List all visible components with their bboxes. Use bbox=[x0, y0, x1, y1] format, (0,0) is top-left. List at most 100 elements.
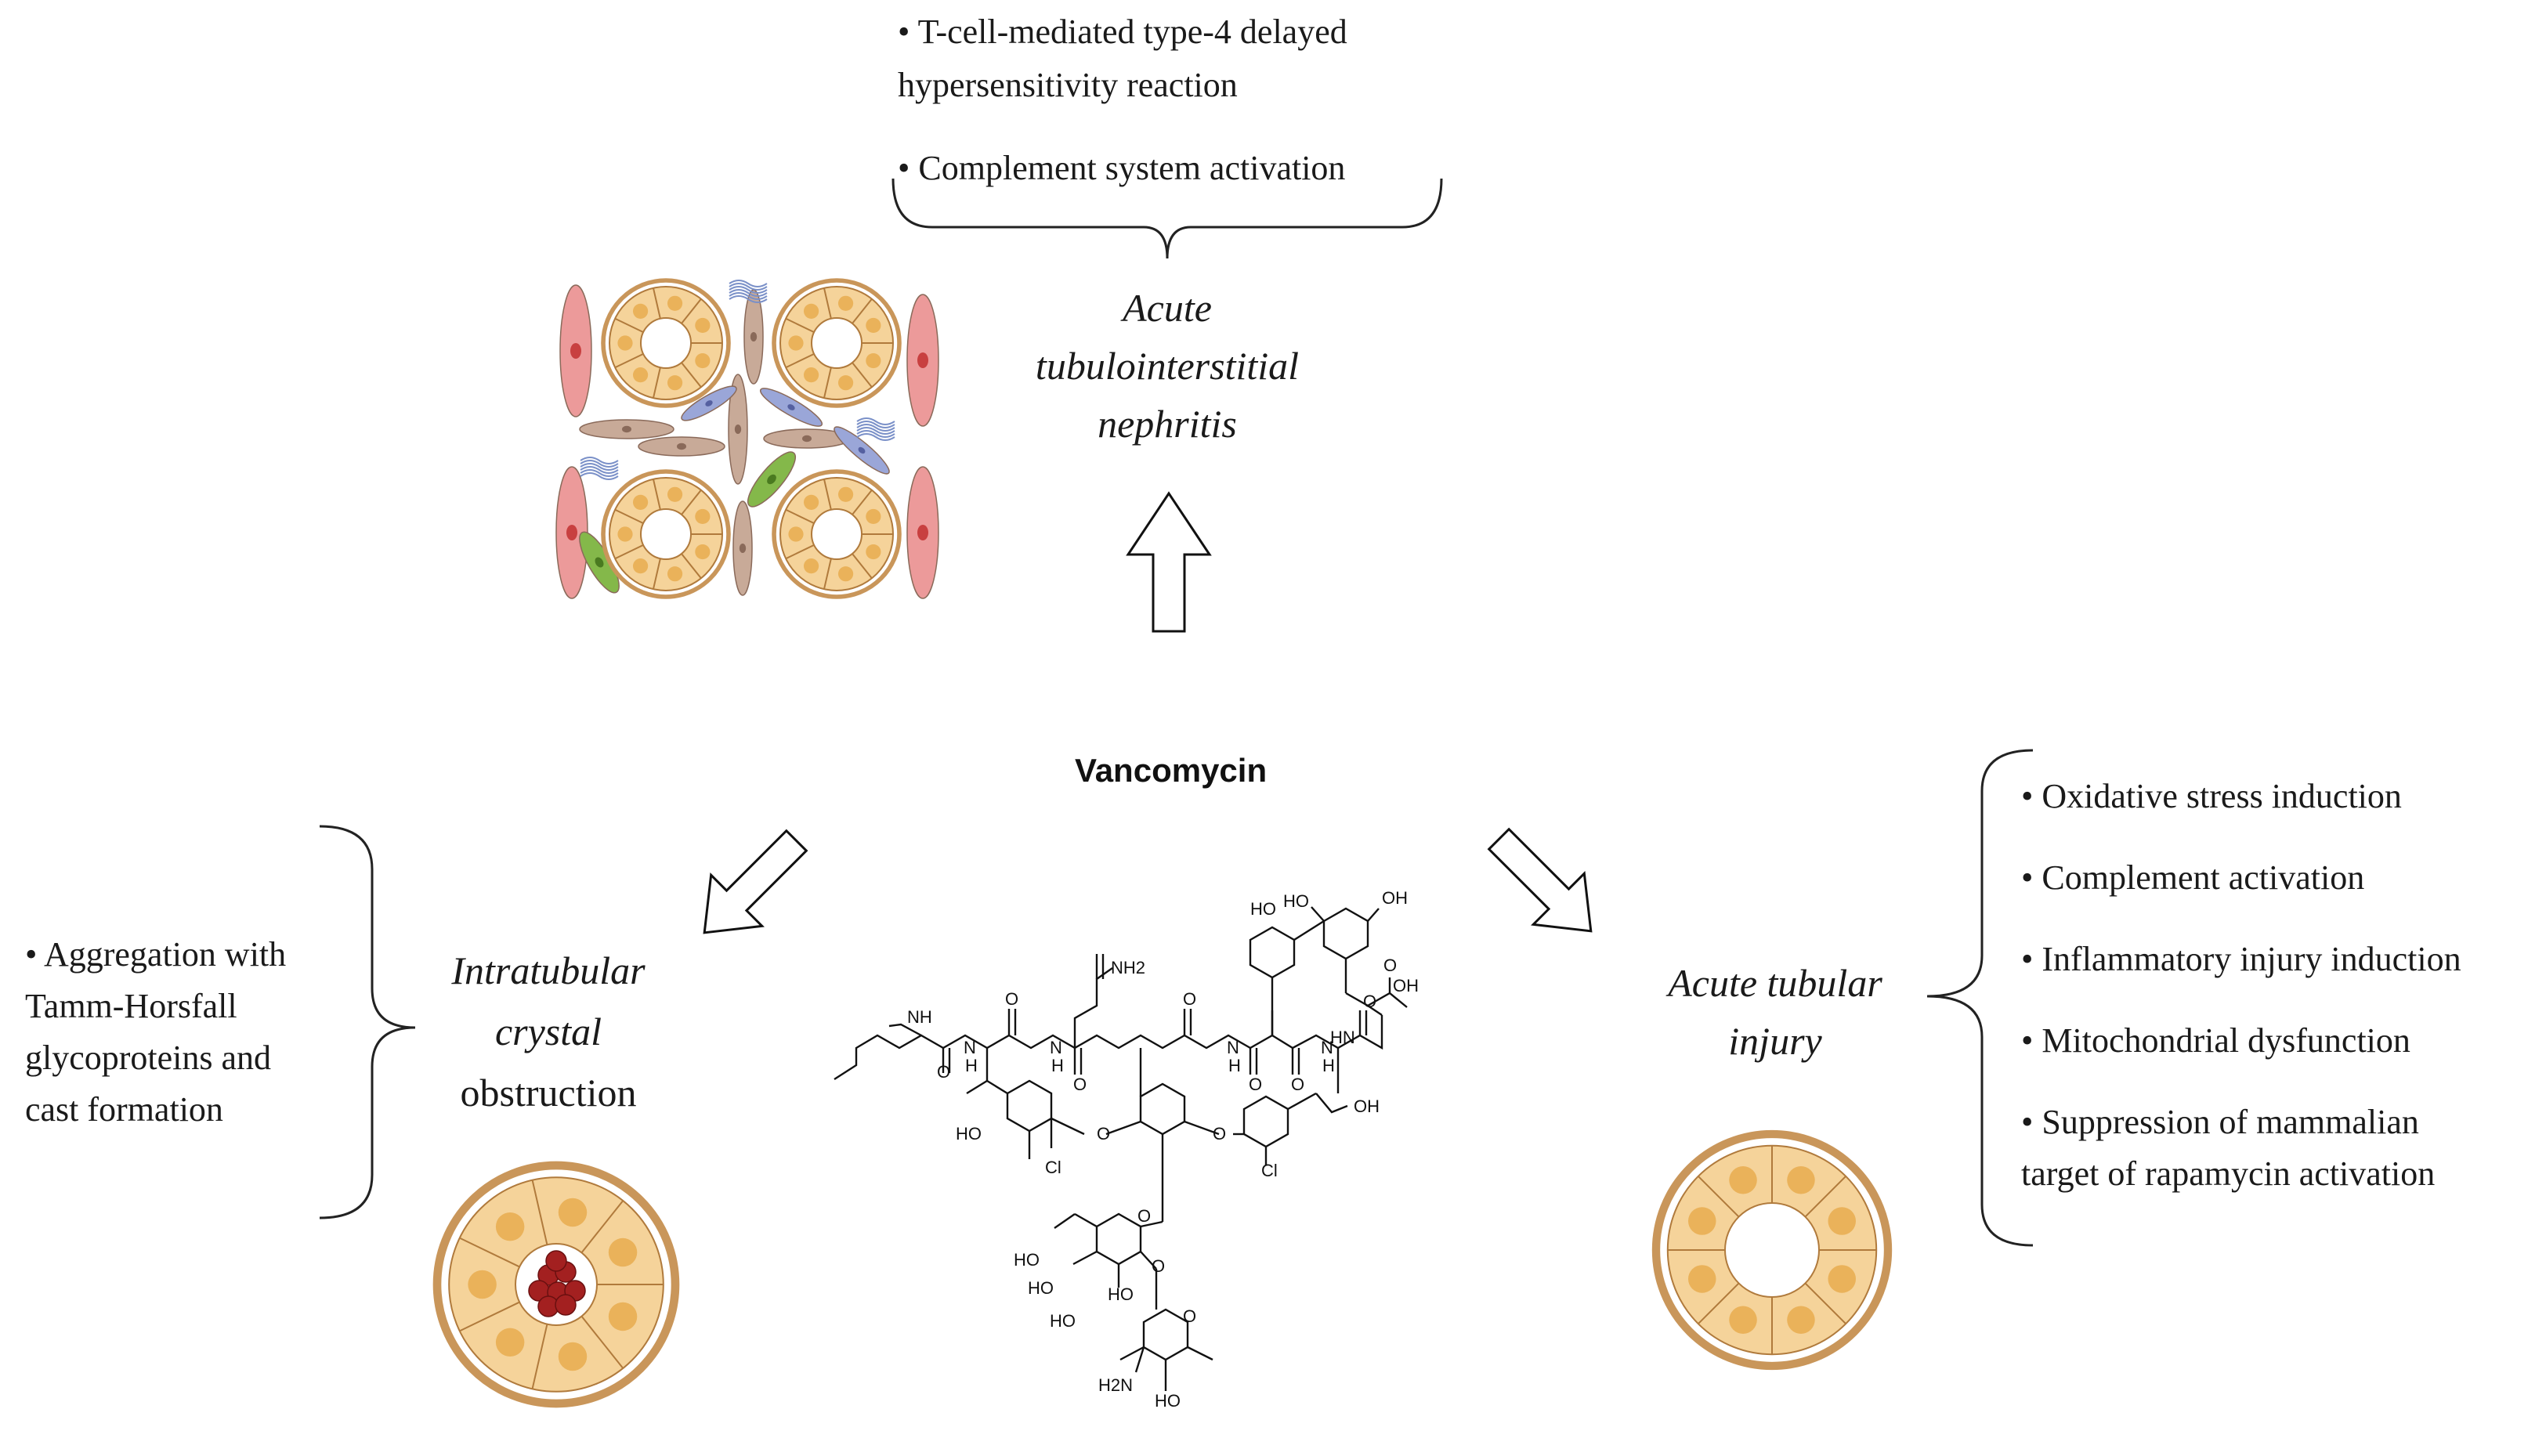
nucleus bbox=[866, 317, 881, 334]
fiber bbox=[580, 472, 619, 480]
fiber bbox=[729, 289, 768, 297]
stromal-cell bbox=[638, 436, 725, 457]
cell-border bbox=[653, 479, 661, 511]
nucleus bbox=[866, 544, 881, 560]
cell-border bbox=[823, 367, 832, 399]
nucleus bbox=[837, 375, 854, 391]
atom-label: OH bbox=[1382, 888, 1408, 908]
cell-nucleus bbox=[734, 425, 742, 434]
nucleus bbox=[803, 303, 819, 319]
stromal-cell bbox=[559, 284, 592, 417]
atom-label: O bbox=[1152, 1256, 1165, 1276]
stromal-cell bbox=[743, 289, 764, 385]
nucleus bbox=[558, 1198, 588, 1227]
top-bullet-2: • Complement system activation bbox=[898, 149, 1346, 187]
label-line-1: Intratubular bbox=[451, 948, 646, 992]
label-intratubular-crystal-obstruction: Intratubular crystal obstruction bbox=[423, 940, 674, 1123]
label-acute-tubular-injury: Acute tubular injury bbox=[1642, 954, 1908, 1070]
arrow-down-left bbox=[703, 829, 808, 934]
fiber bbox=[580, 463, 619, 471]
fiber bbox=[856, 424, 895, 432]
arrow-up bbox=[1126, 491, 1212, 633]
tissue-tubule bbox=[772, 469, 902, 599]
nucleus bbox=[788, 335, 804, 351]
fiber bbox=[580, 460, 619, 468]
atom-label: O bbox=[1383, 956, 1397, 975]
lumen bbox=[811, 508, 863, 560]
cell-nucleus bbox=[750, 332, 758, 341]
atom-label: HO bbox=[956, 1124, 982, 1143]
cell-border bbox=[580, 1200, 624, 1253]
cell-nucleus bbox=[566, 525, 577, 540]
lumen bbox=[811, 317, 863, 369]
injured-tubule-illustration bbox=[1651, 1129, 1893, 1371]
fiber bbox=[580, 466, 619, 474]
left-bullet-1: • Aggregation with bbox=[25, 935, 287, 974]
atom-label: Cl bbox=[1045, 1158, 1061, 1177]
nucleus bbox=[803, 558, 819, 574]
cell-border bbox=[823, 287, 832, 320]
vancomycin-structure bbox=[834, 906, 1408, 1391]
nucleus bbox=[1729, 1306, 1757, 1335]
right-bullet-5: • Suppression of mammalian bbox=[2021, 1103, 2419, 1141]
cell-border bbox=[681, 298, 702, 324]
top-bullet-1: • T-cell-mediated type-4 delayed bbox=[898, 13, 1347, 51]
cell-border bbox=[614, 544, 644, 560]
atom-label: HO bbox=[1050, 1311, 1076, 1331]
cell-nucleus bbox=[677, 443, 686, 450]
nucleus bbox=[558, 1342, 588, 1371]
cell-border bbox=[614, 508, 644, 525]
left-brace bbox=[319, 825, 416, 1219]
nucleus bbox=[1729, 1165, 1757, 1194]
left-bullet-4: cast formation bbox=[25, 1090, 223, 1129]
atom-label: HO bbox=[1028, 1278, 1054, 1298]
atom-label: H bbox=[1322, 1056, 1335, 1075]
nucleus bbox=[803, 494, 819, 510]
fiber bbox=[729, 292, 768, 300]
nucleus bbox=[667, 375, 683, 391]
nucleus bbox=[837, 566, 854, 582]
cell-border bbox=[459, 1301, 520, 1332]
nucleus bbox=[632, 303, 649, 319]
lumen bbox=[640, 508, 692, 560]
nucleus bbox=[495, 1212, 525, 1241]
nucleus bbox=[617, 526, 633, 542]
cell-nucleus bbox=[917, 525, 928, 540]
cell-border bbox=[580, 1316, 624, 1369]
fiber bbox=[729, 280, 768, 287]
tissue-tubules bbox=[601, 278, 902, 599]
left-bullet-2: Tamm-Horsfall bbox=[25, 987, 237, 1025]
nucleus bbox=[1687, 1265, 1716, 1293]
cell-border bbox=[785, 544, 815, 560]
nucleus bbox=[608, 1302, 638, 1331]
stromal-cell bbox=[681, 385, 737, 421]
cell-border bbox=[1698, 1176, 1740, 1218]
right-bullet-1: • Oxidative stress induction bbox=[2021, 777, 2402, 815]
atom-label: HO bbox=[1250, 899, 1276, 919]
cell-border bbox=[531, 1180, 548, 1245]
left-bullet-3: glycoproteins and bbox=[25, 1039, 272, 1077]
label-acute-tubulointerstitial-nephritis: Acute tubulointerstitial nephritis bbox=[1003, 279, 1332, 453]
stromal-cell bbox=[579, 419, 674, 439]
atom-label: NH2 bbox=[1111, 958, 1145, 977]
cell-nucleus bbox=[705, 400, 713, 406]
atom-label: O bbox=[1183, 1306, 1196, 1326]
cell-border bbox=[681, 362, 702, 388]
nucleus bbox=[866, 352, 881, 369]
nucleus bbox=[695, 317, 711, 334]
cell-nucleus bbox=[739, 544, 747, 553]
cell-border bbox=[681, 553, 702, 579]
cell-nucleus bbox=[787, 404, 795, 410]
fibrous-tangle bbox=[856, 417, 895, 441]
atom-label: O bbox=[1213, 1124, 1226, 1143]
cell-border bbox=[1804, 1282, 1846, 1324]
cell-nucleus bbox=[917, 352, 928, 368]
cell-border bbox=[531, 1324, 548, 1389]
atom-label: O bbox=[1097, 1124, 1110, 1143]
cell-border bbox=[681, 490, 702, 515]
nucleus bbox=[468, 1270, 497, 1299]
nucleus bbox=[837, 486, 854, 502]
atom-label: O bbox=[1363, 992, 1376, 1011]
cell-nucleus bbox=[802, 435, 812, 443]
